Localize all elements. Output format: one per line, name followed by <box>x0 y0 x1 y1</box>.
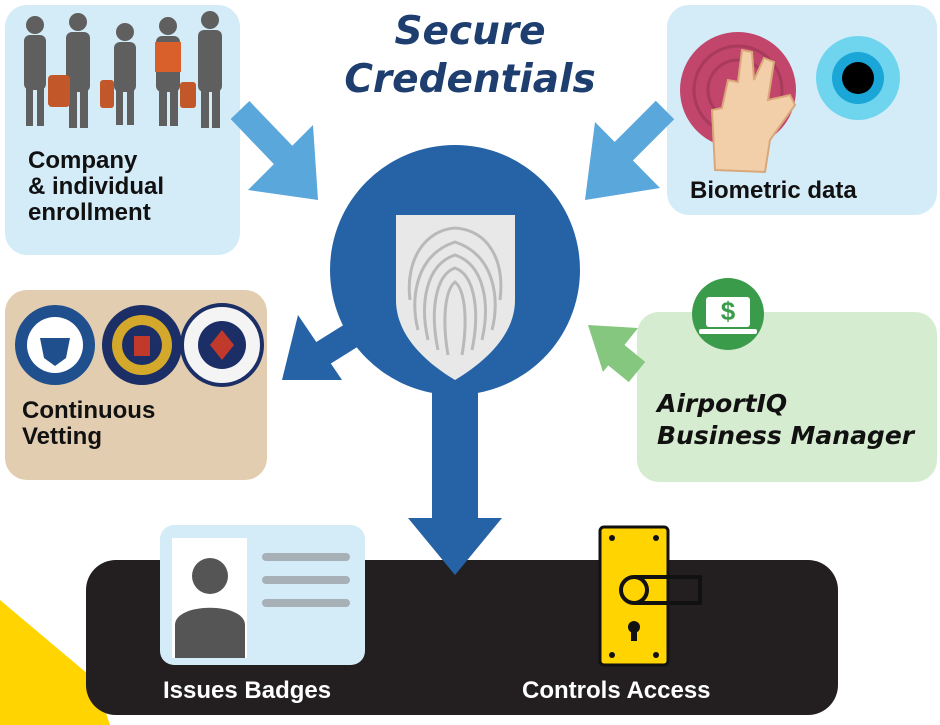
enrollment-label-line-1: Company <box>28 147 138 174</box>
business-manager-label: AirportIQ Business Manager <box>657 388 914 452</box>
title-line-2: Credentials <box>344 57 596 102</box>
vetting-label-line-2: Vetting <box>22 423 103 450</box>
laptop-dollar-icon <box>692 278 764 350</box>
business-manager-label-line-1: AirportIQ <box>657 389 788 418</box>
arrow-hub-to-outputs <box>408 380 502 575</box>
enrollment-label: Company & individual enrollment <box>28 148 164 226</box>
controls-access-label: Controls Access <box>522 677 711 704</box>
diagram-title: Secure Credentials <box>330 8 610 104</box>
fbi-seal-icon <box>102 305 182 385</box>
tsa-seal-icon <box>180 303 264 387</box>
door-lock-icon <box>598 525 702 667</box>
business-card <box>637 312 937 482</box>
vetting-label: Continuous Vetting <box>22 398 155 450</box>
title-line-1: Secure <box>394 9 546 54</box>
arrow-business-to-hub <box>588 325 646 383</box>
people-icon <box>24 11 222 128</box>
issues-badges-label: Issues Badges <box>163 677 332 704</box>
dhs-seal-icon <box>15 305 95 385</box>
fingerprint-shield-icon <box>396 215 515 380</box>
badge-icon <box>160 525 365 665</box>
enrollment-label-line-3: enrollment <box>28 199 151 226</box>
vetting-label-line-1: Continuous <box>22 397 156 424</box>
business-manager-label-line-2: Business Manager <box>657 421 915 450</box>
arrow-enrollment-to-hub <box>230 101 318 200</box>
dollar-glyph: $ <box>720 296 736 326</box>
yellow-accent-shape <box>0 600 110 725</box>
arrow-hub-to-vetting <box>282 315 367 380</box>
biometric-icon <box>680 32 900 174</box>
arrow-biometric-to-hub <box>585 100 675 200</box>
biometric-label: Biometric data <box>690 177 857 204</box>
enrollment-label-line-2: & individual <box>28 173 165 200</box>
enrollment-card <box>5 5 240 255</box>
